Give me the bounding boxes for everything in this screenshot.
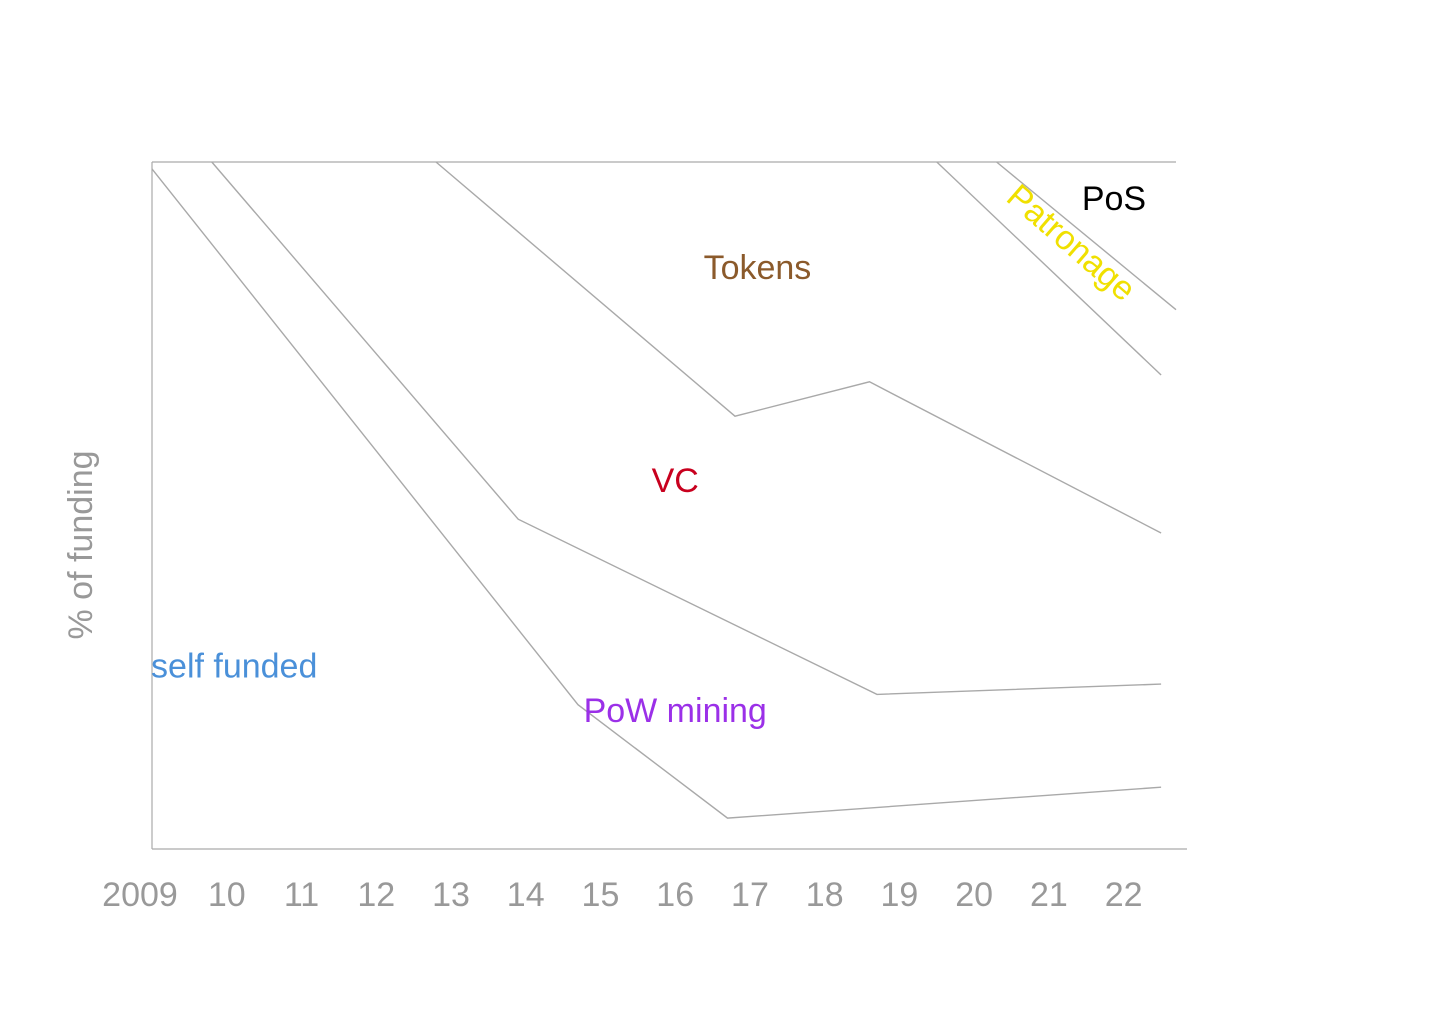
x-tick-label: 18 (806, 876, 844, 914)
x-tick-label: 21 (1030, 876, 1068, 914)
x-tick-label: 16 (656, 876, 694, 914)
x-axis-ticks: 2009 10 11 12 13 14 15 16 17 18 19 20 21 22 (102, 876, 1142, 914)
boundary-line-1 (151, 168, 1162, 819)
boundary-line-2 (211, 161, 1162, 696)
x-tick-label: 20 (955, 876, 993, 914)
region-label-tokens: Tokens (704, 249, 812, 287)
boundary-line-5 (996, 161, 1177, 311)
y-axis-label: % of funding (62, 450, 100, 639)
x-tick-label: 14 (507, 876, 545, 914)
region-label-vc: VC (652, 462, 699, 500)
boundary-line-3 (435, 161, 1162, 534)
x-tick-label: 10 (208, 876, 246, 914)
x-tick-label: 19 (881, 876, 919, 914)
boundary-line-4 (936, 161, 1162, 376)
x-tick-label: 15 (582, 876, 620, 914)
axes (151, 161, 1187, 850)
x-tick-label: 13 (432, 876, 470, 914)
x-tick-label: 12 (357, 876, 395, 914)
x-tick-label: 11 (284, 876, 319, 914)
x-tick-label: 2009 (102, 876, 178, 914)
region-label-pow-mining: PoW mining (584, 692, 767, 730)
x-tick-label: 22 (1105, 876, 1143, 914)
region-label-self-funded: self funded (151, 647, 317, 685)
region-label-pos: PoS (1082, 180, 1146, 218)
area-boundaries (151, 161, 1177, 819)
x-tick-label: 17 (731, 876, 769, 914)
